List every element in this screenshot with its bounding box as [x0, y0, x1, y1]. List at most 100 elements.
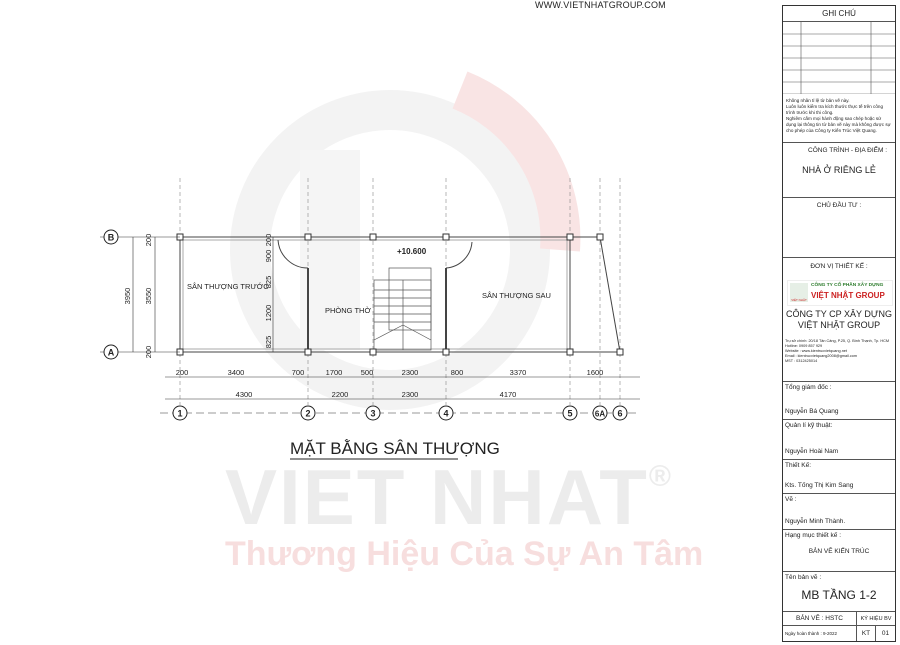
axis-5: 5 — [562, 405, 578, 421]
axis-b: B — [103, 229, 119, 245]
dim: 4300 — [236, 390, 253, 399]
dim: 4170 — [500, 390, 517, 399]
dim: 900 — [264, 250, 273, 263]
category-section: Hạng mục thiết kế : BẢN VẼ KIẾN TRÚC — [783, 530, 895, 572]
company-line2: VIỆT NHẬT GROUP — [797, 320, 881, 330]
watermark-logo — [230, 71, 581, 410]
dim: 825 — [264, 336, 273, 349]
note: Luôn luôn kiểm tra kích thước thực tế tr… — [786, 104, 884, 115]
floor-plan: +10.600 SÂN THƯỢNG TRƯỚC PHÒNG THỜ SÂN T… — [100, 178, 640, 460]
sheet-section: Tên bản vẽ :MB TẦNG 1-2 — [783, 572, 895, 612]
notes-grid — [783, 22, 895, 94]
grid-lines — [179, 178, 621, 405]
design-label: Thiết Kế: — [785, 462, 812, 469]
drawing-title: MẶT BẰNG SÂN THƯỢNG — [290, 439, 500, 458]
dim: 3400 — [228, 368, 245, 377]
axis-label: 2 — [305, 409, 310, 419]
project-section: CÔNG TRÌNH - ĐỊA ĐIỂM : NHÀ Ở RIÊNG LẺ — [783, 143, 895, 198]
axis-label: 1 — [177, 409, 182, 419]
axis-label: 6A — [595, 410, 605, 419]
director-label: Tổng giám đốc : — [785, 384, 832, 391]
tech-name: Nguyễn Hoài Nam — [785, 448, 839, 455]
axis-label: B — [108, 233, 115, 243]
columns — [176, 233, 624, 356]
axis-6a: 6A — [592, 405, 608, 421]
dim: 2300 — [402, 390, 419, 399]
axis-6: 6 — [612, 405, 628, 421]
completion-date: Ngày hoàn thành : 9-2022 — [783, 626, 857, 641]
dim: 2200 — [332, 390, 349, 399]
axis-label: 6 — [617, 409, 622, 419]
axis-4: 4 — [438, 405, 454, 421]
draw-section: Vẽ : Nguyễn Minh Thành. — [783, 494, 895, 530]
note: Không nhân tỉ lệ từ bản vẽ này. — [786, 98, 850, 103]
watermark-registered: ® — [648, 460, 673, 493]
draw-name: Nguyễn Minh Thành. — [785, 518, 846, 525]
watermark-slogan: Thương Hiệu Của Sự An Tâm — [225, 535, 704, 573]
axis-a: A — [103, 344, 119, 360]
category-label: Hạng mục thiết kế : — [785, 532, 841, 539]
project-label: CÔNG TRÌNH - ĐỊA ĐIỂM : — [808, 147, 887, 154]
notes-title: GHI CHÚ — [783, 6, 895, 22]
contact-line: MST : 0312425014 — [785, 359, 818, 363]
sheet-label: Tên bản vẽ : — [785, 574, 822, 581]
company-line1: CÔNG TY CP XÂY DỰNG — [785, 309, 893, 319]
contact-line: Trụ sở chính: 20/18 Tân Cảng, P.25, Q. B… — [785, 339, 890, 343]
dim: 200 — [176, 368, 189, 377]
title-block: GHI CHÚ Không nhân tỉ lệ từ bản vẽ này. … — [782, 5, 896, 642]
notes: Không nhân tỉ lệ từ bản vẽ này. Luôn luô… — [783, 95, 895, 143]
dim: 200 — [144, 234, 153, 247]
dimension-row-2: 4300 2200 2300 4170 — [236, 390, 517, 399]
axis-label: A — [108, 348, 115, 358]
contact-line: Hotline: 0909 857 929 — [785, 344, 823, 348]
dim: 500 — [361, 368, 374, 377]
dim: 2300 — [402, 368, 419, 377]
dim: 3950 — [123, 288, 132, 305]
dim: 3550 — [144, 288, 153, 305]
dim: 3370 — [510, 368, 527, 377]
axis-2: 2 — [300, 405, 316, 421]
logo-mark: VIỆT NHẬT — [790, 283, 808, 302]
axis-1: 1 — [172, 405, 188, 421]
dim: 800 — [451, 368, 464, 377]
company-logo: VIỆT NHẬT CÔNG TY CỔ PHẦN XÂY DỰNG VIỆT … — [787, 280, 893, 306]
watermark-brand: VIET NHAT® — [225, 458, 673, 536]
axis-label: 5 — [567, 409, 572, 419]
dimension-row-1: 200 3400 700 1700 500 2300 800 3370 1600 — [176, 368, 604, 377]
tech-label: Quản lí kỹ thuật: — [785, 422, 833, 429]
dim: 1700 — [326, 368, 343, 377]
owner-section: CHỦ ĐẦU TƯ : — [783, 198, 895, 258]
designer-section: ĐƠN VỊ THIẾT KẾ : VIỆT NHẬT CÔNG TY CỔ P… — [783, 258, 895, 382]
room-front-terrace: SÂN THƯỢNG TRƯỚC — [187, 282, 269, 291]
code-label: KÝ HIỆU BV — [857, 612, 895, 626]
level-mark: +10.600 — [397, 247, 427, 256]
dim: 200 — [264, 234, 273, 247]
draw-label: Vẽ : — [785, 496, 797, 503]
axis-label: 4 — [443, 409, 448, 419]
contact-info: Trụ sở chính: 20/18 Tân Cảng, P.25, Q. B… — [783, 331, 895, 364]
room-shrine: PHÒNG THỜ — [325, 306, 371, 315]
note: Nghiêm cấm mọi hành động sao chép hoặc s… — [786, 116, 891, 133]
code-kt: KT — [857, 626, 876, 641]
dim: 825 — [264, 276, 273, 289]
designer-label: ĐƠN VỊ THIẾT KẾ : — [810, 263, 868, 270]
room-back-terrace: SÂN THƯỢNG SAU — [482, 291, 551, 300]
staircase — [373, 267, 432, 351]
director-name: Nguyễn Bá Quang — [785, 408, 839, 415]
watermark-brand-text: VIET NHAT — [225, 453, 649, 541]
dim: 1600 — [587, 368, 604, 377]
dimension-lines — [100, 236, 640, 414]
website-header: WWW.VIETNHATGROUP.COM — [535, 0, 666, 10]
dim: 200 — [144, 346, 153, 359]
dim: 1200 — [264, 305, 273, 322]
code-number: 01 — [881, 630, 890, 637]
logo-line1: CÔNG TY CỔ PHẦN XÂY DỰNG — [811, 283, 884, 288]
dim: 700 — [292, 368, 305, 377]
design-section: Thiết Kế:Kts. Tống Thị Kim Sang — [783, 460, 895, 494]
tech-section: Quản lí kỹ thuật: Nguyễn Hoài Nam — [783, 420, 895, 460]
axis-3: 3 — [365, 405, 381, 421]
category-name: BẢN VẼ KIẾN TRÚC — [808, 548, 870, 555]
axis-bubbles: 1 2 3 4 5 6A 6 B A — [103, 229, 628, 421]
axis-label: 3 — [370, 409, 375, 419]
